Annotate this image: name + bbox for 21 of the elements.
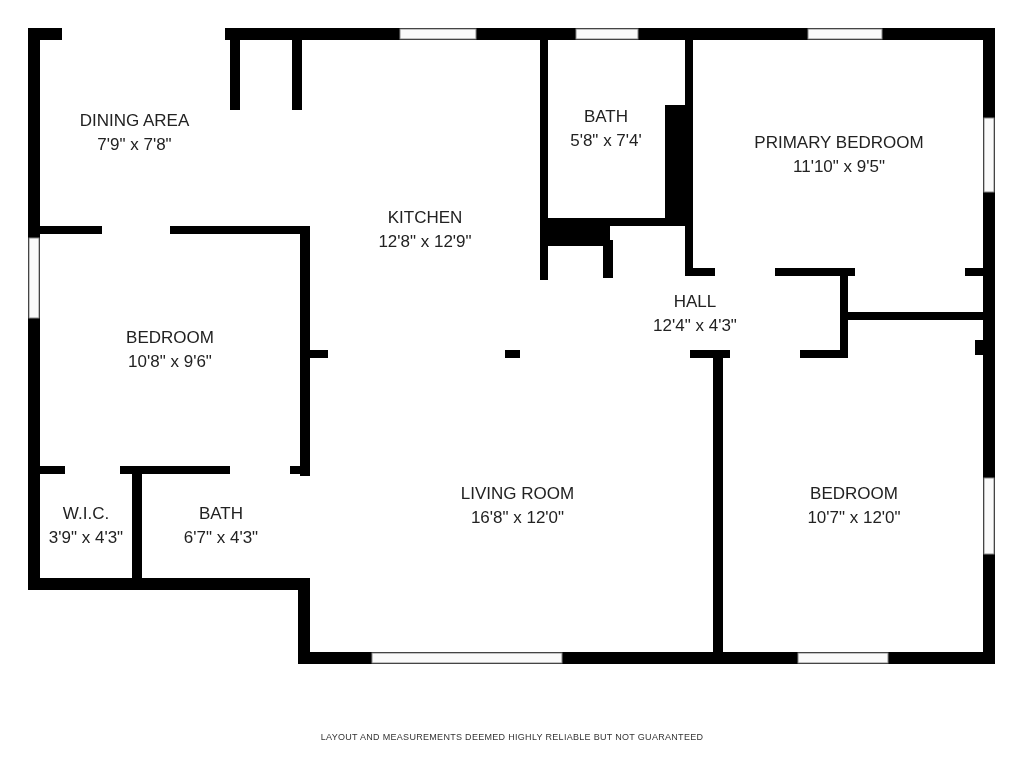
room-dimensions: 11'10" x 9'5" [793,156,885,178]
room-dimensions: 10'8" x 9'6" [128,351,212,373]
disclaimer-note: LAYOUT AND MEASUREMENTS DEEMED HIGHLY RELIABLE BUT NOT GUARANTEED [320,732,704,742]
room-dimensions: 7'9" x 7'8" [97,134,172,156]
room-name: PRIMARY BEDROOM [754,132,924,154]
room-dimensions: 12'8" x 12'9" [378,230,472,253]
room-dimensions: 10'7" x 12'0" [807,507,901,529]
room-name: LIVING ROOM [460,483,575,505]
room-name: KITCHEN [387,206,463,229]
room-dimensions: 12'4" x 4'3" [653,315,737,337]
room-name: BEDROOM [126,327,214,349]
room-name: BEDROOM [810,483,898,505]
room-name: DINING AREA [79,110,190,132]
room-dimensions: 6'7" x 4'3" [183,527,259,549]
room-name: BATH [198,503,244,525]
room-dimensions: 3'9" x 4'3" [48,527,124,549]
room-name: HALL [673,291,717,313]
room-name: BATH [583,106,629,128]
room-name: W.I.C. [62,503,110,525]
room-dimensions: 5'8" x 7'4' [570,130,642,152]
room-dimensions: 16'8" x 12'0" [470,507,565,529]
